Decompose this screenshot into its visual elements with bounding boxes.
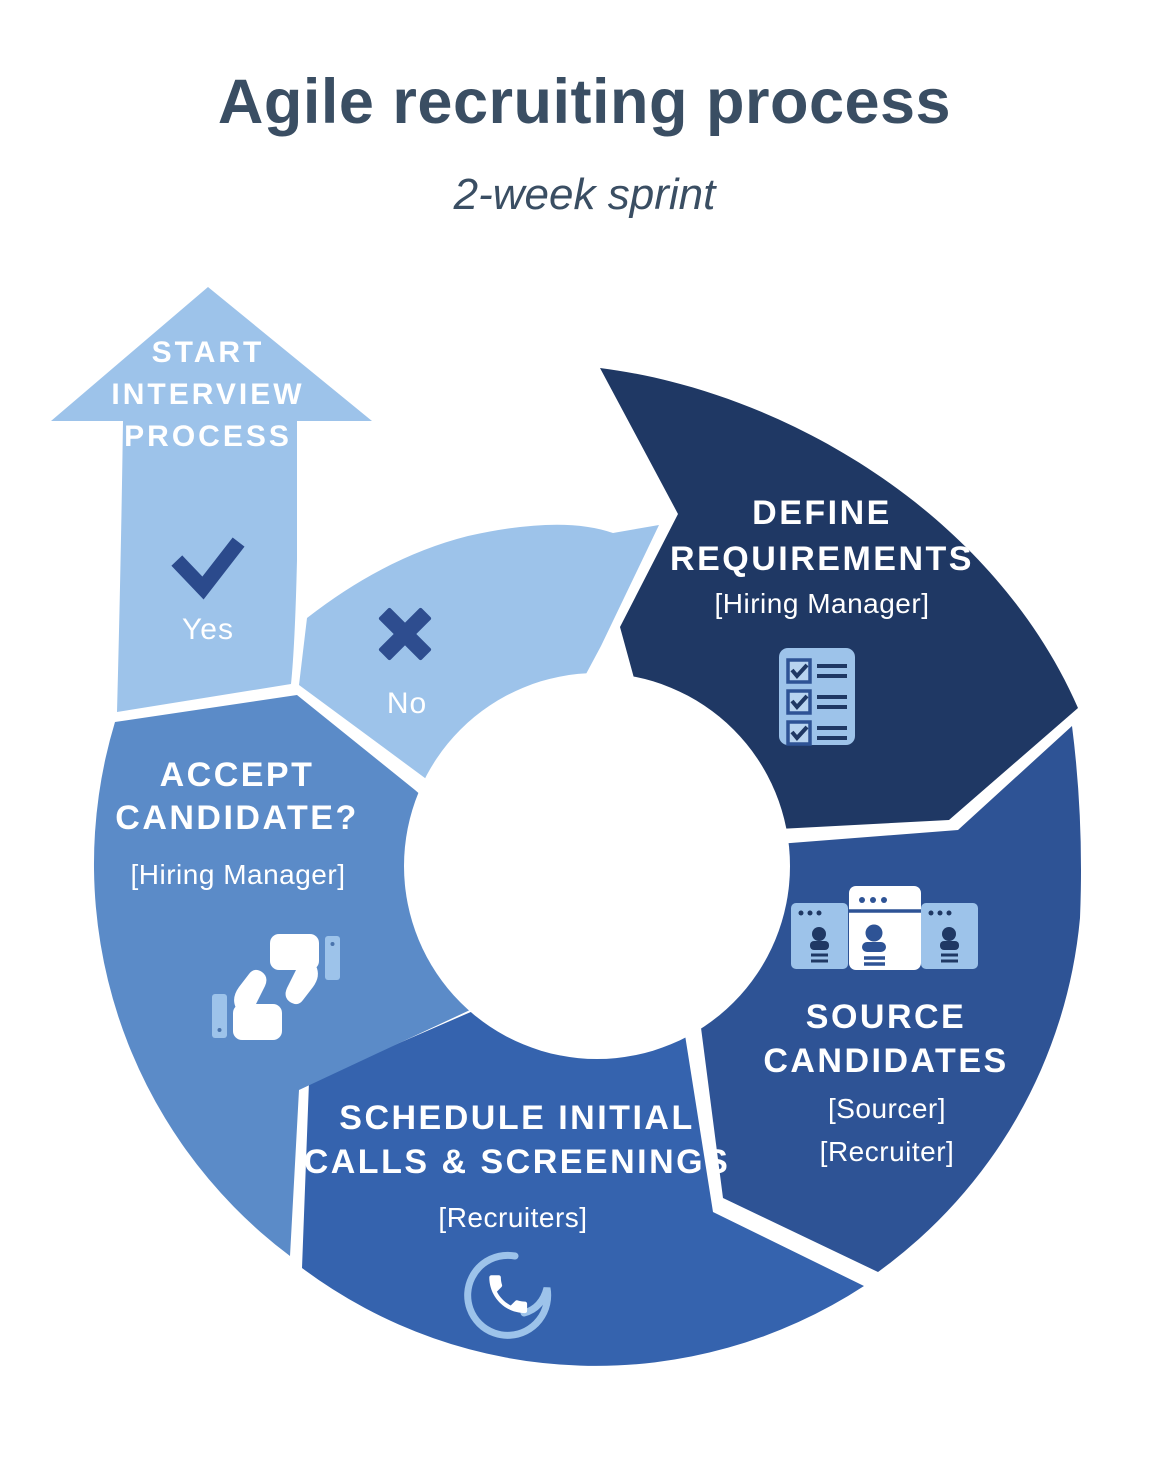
- define-role: [Hiring Manager]: [715, 588, 930, 619]
- arrow-label-line1: START: [152, 336, 265, 369]
- source-title-line1: SOURCE: [806, 998, 966, 1036]
- define-title-line1: DEFINE: [752, 494, 892, 532]
- schedule-title-line1: SCHEDULE INITIAL: [339, 1099, 694, 1137]
- define-title-line2: REQUIREMENTS: [670, 540, 974, 578]
- arrow-label-line3: PROCESS: [124, 420, 292, 453]
- phone-icon: [464, 1251, 552, 1339]
- segment-define-requirements: [600, 368, 1078, 830]
- segment-source-candidates: [700, 726, 1081, 1272]
- yes-arrow: [51, 287, 372, 712]
- accept-role: [Hiring Manager]: [131, 859, 346, 890]
- candidate-profiles-icon: [791, 886, 978, 970]
- segment-no-loop: [299, 524, 659, 798]
- page-title: Agile recruiting process: [217, 67, 952, 137]
- checklist-icon: [779, 648, 855, 746]
- yes-check-icon: [171, 537, 245, 600]
- segment-accept-candidate: [93, 695, 470, 1256]
- accept-title-line2: CANDIDATE?: [115, 799, 358, 837]
- schedule-role: [Recruiters]: [438, 1202, 587, 1233]
- yes-label: Yes: [182, 613, 234, 646]
- arrow-label-line2: INTERVIEW: [111, 378, 304, 411]
- segment-schedule-calls: [302, 1008, 864, 1366]
- no-cross-icon: [378, 607, 432, 661]
- source-role1: [Sourcer]: [828, 1093, 946, 1124]
- source-title-line2: CANDIDATES: [763, 1042, 1008, 1080]
- page-subtitle: 2-week sprint: [453, 170, 716, 219]
- no-label: No: [387, 687, 427, 720]
- accept-title-line1: ACCEPT: [160, 756, 315, 794]
- donut-center-hole: [404, 673, 790, 1059]
- schedule-title-line2: CALLS & SCREENINGS: [304, 1143, 731, 1181]
- source-role2: [Recruiter]: [820, 1136, 955, 1167]
